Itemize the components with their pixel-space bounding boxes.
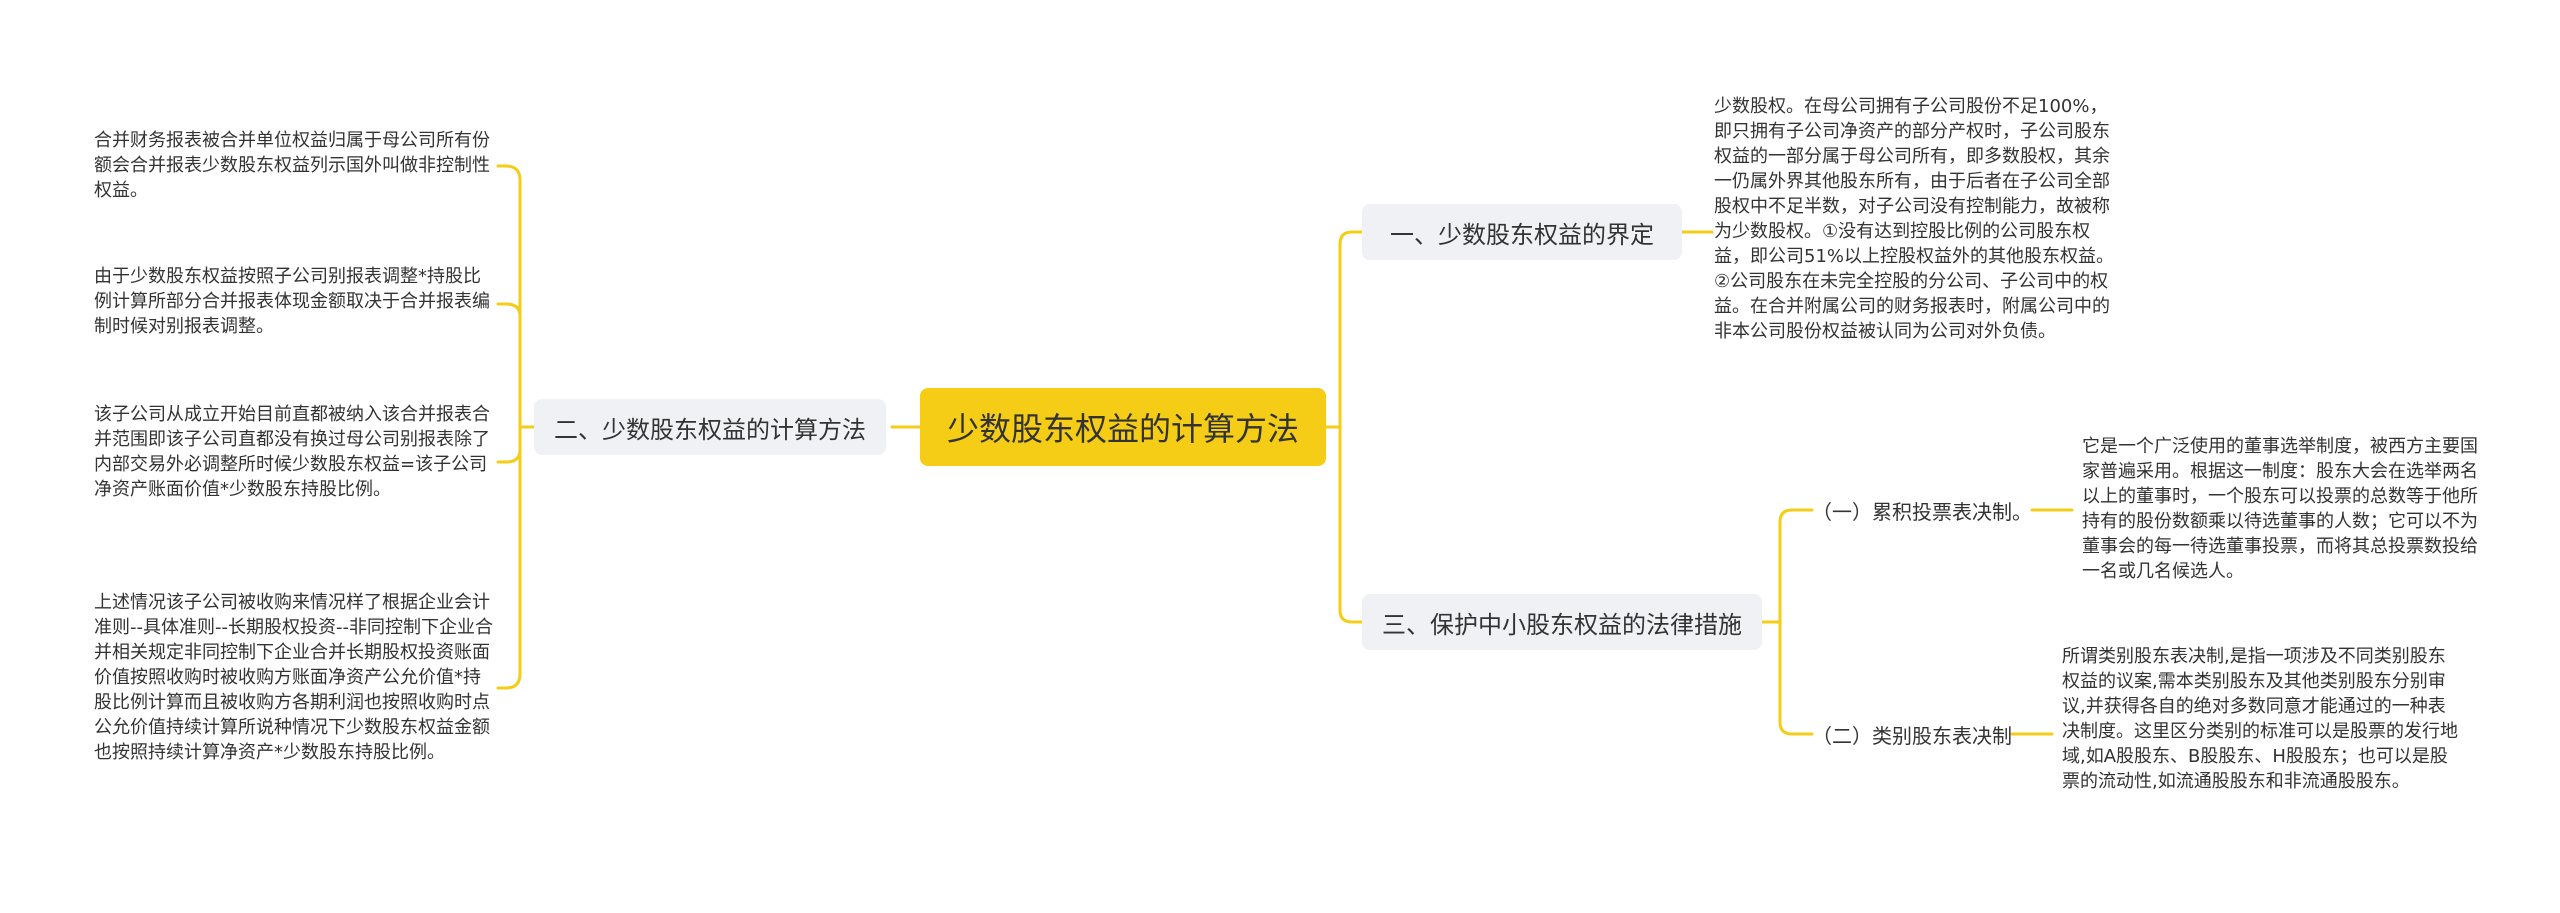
root-topic[interactable]: 少数股东权益的计算方法 (920, 388, 1326, 466)
edge-branch2-leaf3 (496, 425, 540, 464)
leaf-calculation-2: 由于少数股东权益按照子公司别报表调整*持股比例计算所部分合并报表体现金额取决于合… (94, 266, 490, 337)
sub-cumulative-voting[interactable]: （一）累积投票表决制。 (1812, 499, 2032, 524)
edge-branch3-sub1 (1760, 508, 1814, 624)
leaf-calculation-1: 合并财务报表被合并单位权益归属于母公司所有份额会合并报表少数股东权益列示国外叫做… (94, 130, 490, 201)
sub-class-voting[interactable]: （二）类别股东表决制 (1812, 723, 2012, 748)
leaf-cumulative-voting-text: 它是一个广泛使用的董事选举制度，被西方主要国家普遍采用。根据这一制度：股东大会在… (2082, 436, 2478, 582)
branch-definition[interactable]: 一、少数股东权益的界定 (1362, 204, 1682, 260)
branch-calculation[interactable]: 二、少数股东权益的计算方法 (534, 399, 886, 455)
leaf-calculation-4: 上述情况该子公司被收购来情况样了根据企业会计准则--具体准则--长期股权投资--… (94, 592, 493, 763)
edge-branch3-sub2 (1760, 620, 1814, 736)
branch-legal-measures[interactable]: 三、保护中小股东权益的法律措施 (1362, 594, 1762, 650)
leaf-definition-text: 少数股权。在母公司拥有子公司股份不足100%，即只拥有子公司净资产的部分产权时，… (1714, 96, 2115, 342)
edge-root-branch3 (1324, 425, 1374, 624)
edge-branch2-leaf1 (496, 164, 540, 429)
leaf-calculation-3: 该子公司从成立开始目前直都被纳入该合并报表合并范围即该子公司直都没有换过母公司别… (94, 404, 490, 500)
leaf-class-voting-text: 所谓类别股东表决制,是指一项涉及不同类别股东权益的议案,需本类别股东及其他类别股… (2062, 646, 2458, 792)
edge-branch2-leaf2 (496, 302, 540, 429)
edge-root-branch1 (1324, 230, 1374, 429)
edge-branch2-leaf4 (496, 425, 540, 690)
